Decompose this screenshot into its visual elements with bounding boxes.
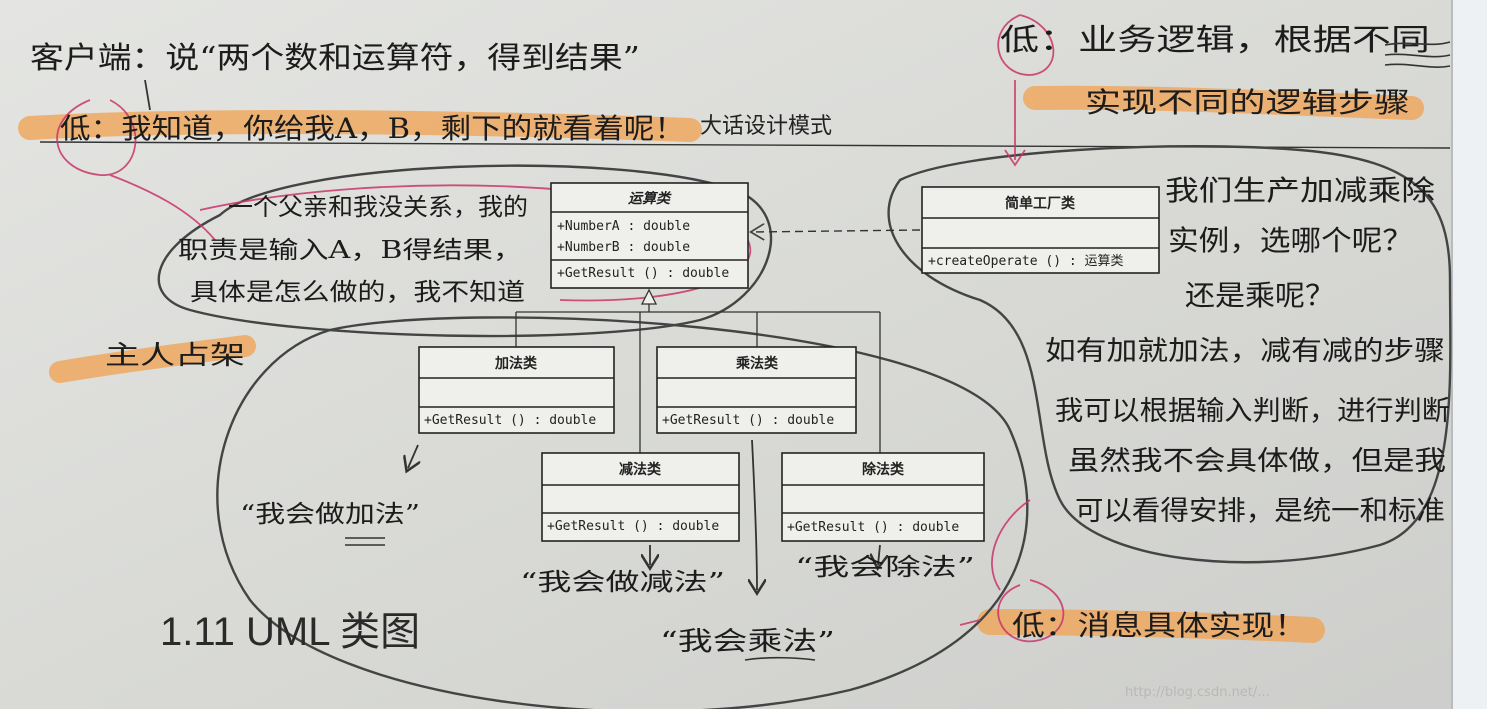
dependency-arrow	[752, 230, 921, 232]
right-block-1: 如有加就加法，减有减的步骤	[1045, 336, 1445, 367]
page-edge	[1452, 0, 1487, 709]
handwritten-notes: 客户端：说“两个数和运算符，得到结果” 低：我知道，你给我A，B，剩下的就看着呢…	[30, 23, 1450, 657]
div-class-name: 除法类	[862, 461, 905, 478]
operation-attr-b: +NumberB : double	[557, 240, 690, 255]
right-block-3: 虽然我不会具体做，但是我	[1068, 446, 1446, 477]
frame-label: 主人占架	[105, 341, 245, 371]
operation-method: +GetResult () : double	[557, 266, 729, 281]
operation-note-1: 一个父亲和我没关系，我的	[228, 193, 528, 221]
class-add: 加法类 +GetResult () : double	[418, 346, 615, 434]
mul-class-name: 乘法类	[735, 355, 779, 372]
class-factory: 简单工厂类 +createOperate () : 运算类	[921, 186, 1160, 274]
note-bottom-right: 低：消息具体实现！	[1012, 609, 1307, 642]
note-top-left-1: 客户端：说“两个数和运算符，得到结果”	[30, 41, 640, 76]
uml-diagram: 运算类 +NumberA : double +NumberB : double …	[418, 182, 1160, 542]
add-method: +GetResult () : double	[424, 413, 596, 428]
pen-loops	[157, 145, 1452, 709]
note-top-right-2: 实现不同的逻辑步骤	[1085, 86, 1410, 119]
note-top-right-1: 低：业务逻辑，根据不同	[1000, 23, 1430, 58]
operation-attr-a: +NumberA : double	[557, 219, 690, 234]
inheritance-lines	[515, 288, 881, 453]
sub-method: +GetResult () : double	[547, 519, 719, 534]
operation-class-name: 运算类	[628, 190, 672, 207]
factory-note-2: 实例，选哪个呢？	[1168, 224, 1413, 257]
factory-note-3: 还是乘呢？	[1185, 279, 1335, 312]
factory-class-name: 简单工厂类	[1005, 195, 1076, 212]
sub-class-name: 减法类	[619, 461, 662, 478]
factory-method: +createOperate () : 运算类	[928, 254, 1124, 269]
class-operation: 运算类 +NumberA : double +NumberB : double …	[550, 182, 749, 289]
mul-method: +GetResult () : double	[662, 413, 834, 428]
sub-note: “我会做减法”	[520, 568, 725, 596]
factory-note-1: 我们生产加减乘除	[1165, 174, 1435, 207]
pen-arrows	[144, 79, 880, 590]
note-top-left-2: 低：我知道，你给我A，B，剩下的就看着呢！	[60, 112, 685, 145]
right-block-4: 可以看得安排，是统一和标准	[1075, 496, 1445, 527]
underline-scribbles	[345, 41, 1451, 661]
div-method: +GetResult () : double	[787, 520, 959, 535]
book-header: 大话设计模式	[700, 114, 832, 139]
watermark: http://blog.csdn.net/...	[1125, 685, 1270, 700]
add-note: “我会做加法”	[240, 500, 420, 528]
operation-note-3: 具体是怎么做的，我不知道	[190, 278, 525, 306]
add-class-name: 加法类	[494, 355, 538, 372]
class-div: 除法类 +GetResult () : double	[781, 452, 985, 542]
operation-note-2: 职责是输入A，B得结果，	[178, 236, 523, 264]
section-heading: 1.11 UML 类图	[160, 610, 420, 654]
mul-note: “我会乘法”	[660, 627, 835, 657]
class-mul: 乘法类 +GetResult () : double	[656, 346, 857, 434]
highlighter-strokes	[18, 85, 1424, 643]
div-note: “我会除法”	[795, 553, 975, 581]
class-sub: 减法类 +GetResult () : double	[541, 452, 740, 542]
right-block-2: 我可以根据输入判断，进行判断	[1055, 396, 1450, 427]
